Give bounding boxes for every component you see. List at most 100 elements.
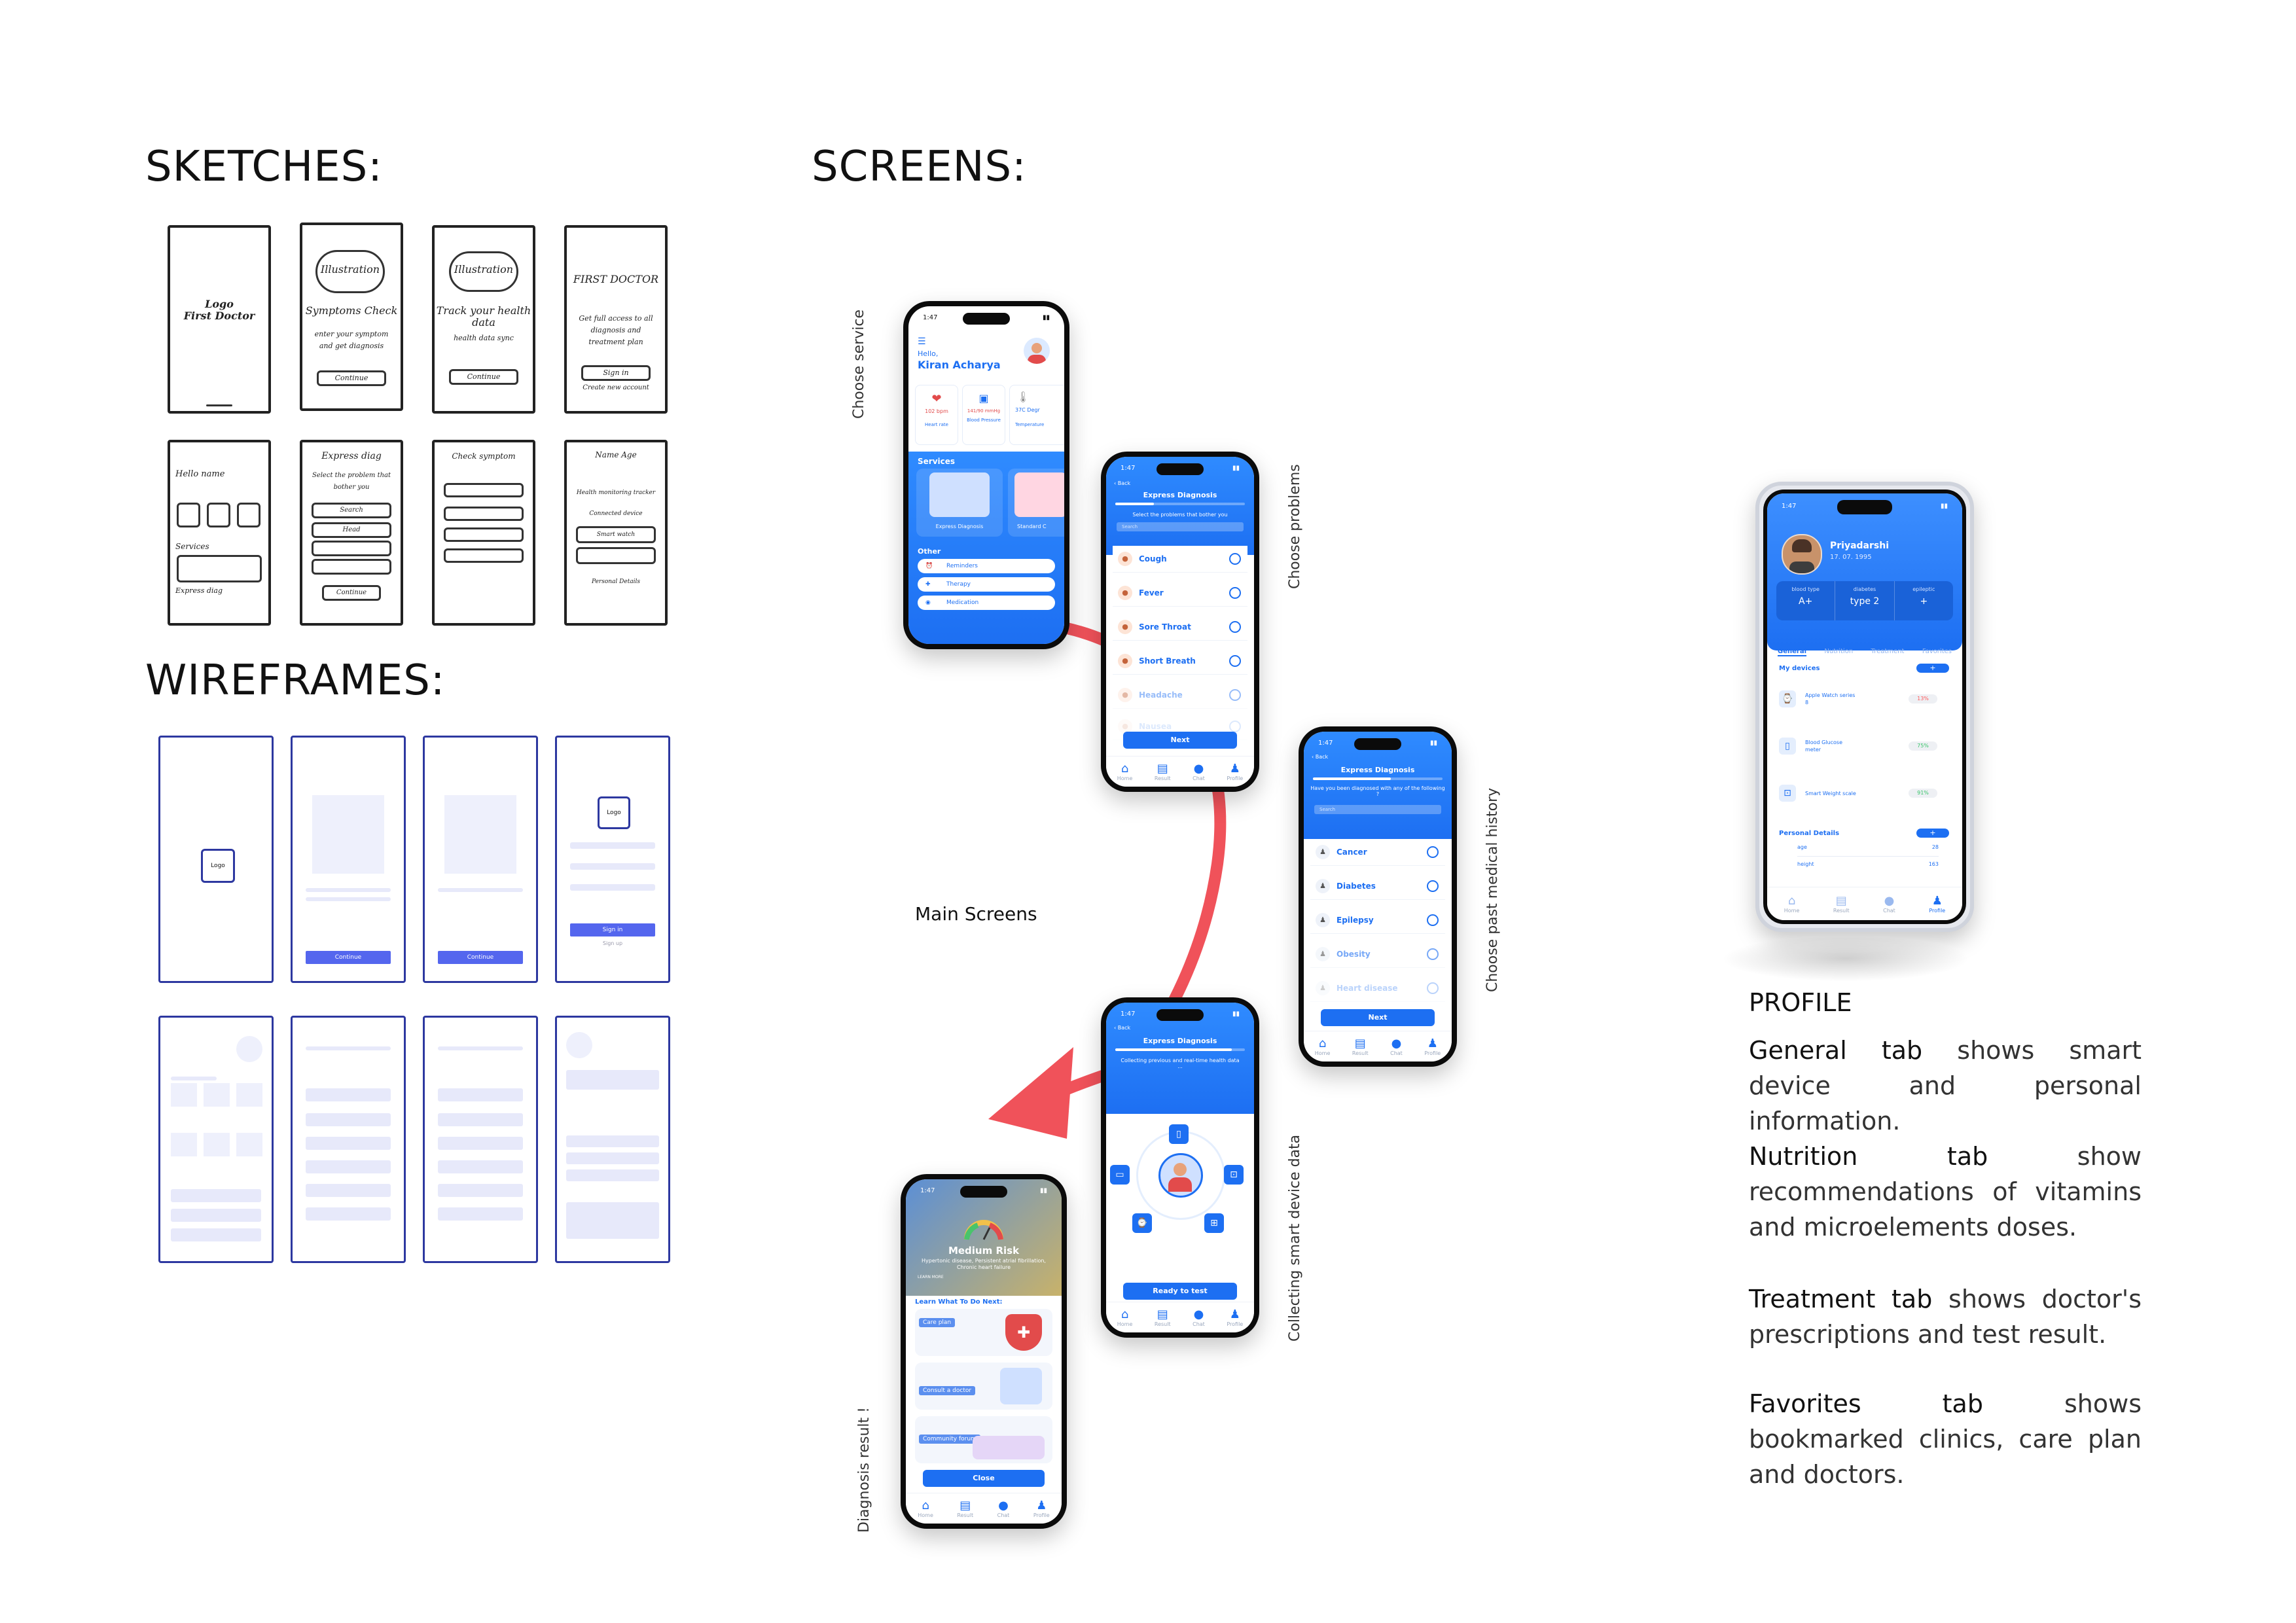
option-headache[interactable]: ●Headache — [1113, 682, 1247, 709]
tab-home[interactable]: ⌂Home — [1784, 894, 1800, 914]
profile-tabs: General Nutrition Treatment Favorites — [1778, 648, 1952, 656]
radio-button[interactable] — [1427, 846, 1439, 858]
device-row[interactable]: ⌚ Apple Watch series 8 13% — [1779, 685, 1950, 713]
wireframe-line — [171, 1077, 217, 1080]
tab-profile[interactable]: ♟Profile — [1929, 894, 1945, 914]
stat-card-heart[interactable]: ❤ 102 bpm Heart rate — [915, 385, 958, 445]
sketch-onboarding-1: Illustration Symptoms Check enter your s… — [300, 223, 403, 411]
option-label: Nausea — [1139, 722, 1172, 731]
close-button[interactable]: Close — [923, 1470, 1045, 1487]
tab-home[interactable]: ⌂Home — [1117, 762, 1133, 781]
device-row[interactable]: ⊡ Smart Weight scale 91% — [1779, 779, 1950, 808]
wireframe-history — [423, 1016, 538, 1263]
tab-result[interactable]: ▤Result — [1155, 762, 1171, 781]
back-button[interactable]: ‹ Back — [1312, 754, 1329, 760]
sketch-text: Select the problem that bother you — [312, 472, 391, 491]
tab-result[interactable]: ▤Result — [1155, 1308, 1171, 1327]
tab-nutrition[interactable]: Nutrition — [1824, 648, 1854, 655]
back-button[interactable]: ‹ Back — [1114, 1025, 1131, 1031]
add-device-button[interactable]: + — [1916, 664, 1949, 673]
sketch-splash: Logo First Doctor — [168, 225, 271, 414]
tab-home[interactable]: ⌂Home — [918, 1499, 933, 1518]
radio-button[interactable] — [1229, 587, 1241, 599]
pill-icon: ◉ — [925, 599, 931, 606]
next-button[interactable]: Next — [1123, 732, 1237, 749]
radio-button[interactable] — [1427, 880, 1439, 892]
option-heart-disease[interactable]: ♟Heart disease — [1310, 975, 1445, 1002]
services-title: Services — [918, 457, 956, 466]
radio-button[interactable] — [1229, 721, 1241, 732]
tab-favorites[interactable]: Favorites — [1922, 648, 1952, 655]
avatar[interactable] — [1782, 534, 1822, 575]
other-item-medication[interactable]: ◉Medication — [918, 596, 1055, 610]
device-row[interactable]: ▯ Blood Glucose meter 75% — [1779, 732, 1950, 760]
option-obesity[interactable]: ♟Obesity — [1310, 941, 1445, 968]
option-sore-throat[interactable]: ●Sore Throat — [1113, 614, 1247, 641]
tab-profile[interactable]: ♟Profile — [1033, 1499, 1050, 1518]
search-input[interactable]: Search — [1314, 805, 1441, 814]
tab-chat[interactable]: ●Chat — [1883, 894, 1895, 914]
option-label: Epilepsy — [1336, 916, 1374, 925]
risk-gauge-icon — [964, 1220, 1003, 1240]
avatar[interactable] — [1024, 338, 1050, 364]
sketch-text: Continue — [336, 589, 367, 596]
tab-general[interactable]: General — [1778, 648, 1806, 656]
next-button[interactable]: Next — [1321, 1009, 1435, 1026]
tab-label: Chat — [1883, 907, 1895, 914]
card-consult-doctor[interactable]: Consult a doctor — [915, 1363, 1052, 1410]
stat-card-pressure[interactable]: ▣ 141/90 mmHg Blood Pressure — [962, 385, 1005, 445]
glucose-meter-icon: ▯ — [1779, 738, 1796, 755]
wireframe-onboarding-1: Continue — [291, 736, 406, 983]
desc-text: show recommendations of vitamins and mic… — [1749, 1142, 2142, 1241]
add-detail-button[interactable]: + — [1916, 829, 1949, 838]
card-care-plan[interactable]: Care plan ✚ — [915, 1309, 1052, 1356]
radio-button[interactable] — [1229, 655, 1241, 667]
tab-chat[interactable]: ●Chat — [1193, 1308, 1205, 1327]
tab-profile[interactable]: ♟Profile — [1227, 762, 1243, 781]
tab-label: Result — [1833, 907, 1850, 914]
search-input[interactable]: Search — [1117, 522, 1244, 531]
image-placeholder-icon — [236, 1133, 262, 1156]
radio-button[interactable] — [1229, 689, 1241, 701]
tab-result[interactable]: ▤Result — [1352, 1037, 1369, 1056]
other-item-reminders[interactable]: ⏰Reminders — [918, 559, 1055, 573]
card-community-forum[interactable]: Community forum — [915, 1416, 1052, 1463]
tab-result[interactable]: ▤Result — [1833, 894, 1850, 914]
tab-result[interactable]: ▤Result — [957, 1499, 973, 1518]
sketch-box — [444, 548, 524, 563]
user-icon: ♟ — [1229, 761, 1240, 776]
service-card-standard[interactable]: Standard C — [1008, 469, 1064, 537]
option-short-breath[interactable]: ●Short Breath — [1113, 648, 1247, 675]
radio-button[interactable] — [1427, 982, 1439, 994]
radio-button[interactable] — [1229, 553, 1241, 565]
tab-home[interactable]: ⌂Home — [1117, 1308, 1133, 1327]
problems-header: 1:47▮▮ ‹ Back Express Diagnosis Select t… — [1106, 457, 1254, 555]
tab-home[interactable]: ⌂Home — [1315, 1037, 1331, 1056]
wireframe-onboarding-2: Continue — [423, 736, 538, 983]
tab-chat[interactable]: ●Chat — [1390, 1037, 1403, 1056]
option-cough[interactable]: ●Cough — [1113, 546, 1247, 573]
learn-more-link[interactable]: LEARN MORE — [918, 1275, 944, 1279]
option-epilepsy[interactable]: ♟Epilepsy — [1310, 907, 1445, 934]
tab-bar: ⌂Home ▤Result ●Chat ♟Profile — [1106, 1302, 1254, 1332]
tab-treatment[interactable]: Treatment — [1871, 648, 1905, 655]
service-card-express[interactable]: Express Diagnosis — [916, 469, 1003, 537]
tab-chat[interactable]: ●Chat — [997, 1499, 1010, 1518]
ready-to-test-button[interactable]: Ready to test — [1123, 1283, 1237, 1300]
menu-icon[interactable]: ☰ — [918, 336, 926, 347]
radio-button[interactable] — [1427, 914, 1439, 926]
radio-button[interactable] — [1229, 621, 1241, 633]
option-cancer[interactable]: ♟Cancer — [1310, 839, 1445, 866]
tab-profile[interactable]: ♟Profile — [1227, 1308, 1243, 1327]
wireframe-line — [566, 1070, 659, 1090]
tab-chat[interactable]: ●Chat — [1193, 762, 1205, 781]
tab-profile[interactable]: ♟Profile — [1424, 1037, 1441, 1056]
option-fever[interactable]: ●Fever — [1113, 580, 1247, 607]
stat-card-temperature[interactable]: 🌡 37C Degr Temperature — [1009, 385, 1064, 445]
wireframe-line — [306, 1184, 391, 1197]
back-button[interactable]: ‹ Back — [1114, 480, 1131, 486]
radio-button[interactable] — [1427, 948, 1439, 960]
option-diabetes[interactable]: ♟Diabetes — [1310, 873, 1445, 900]
other-item-therapy[interactable]: ✚Therapy — [918, 577, 1055, 592]
battery-icon: ▮▮ — [1042, 314, 1050, 321]
